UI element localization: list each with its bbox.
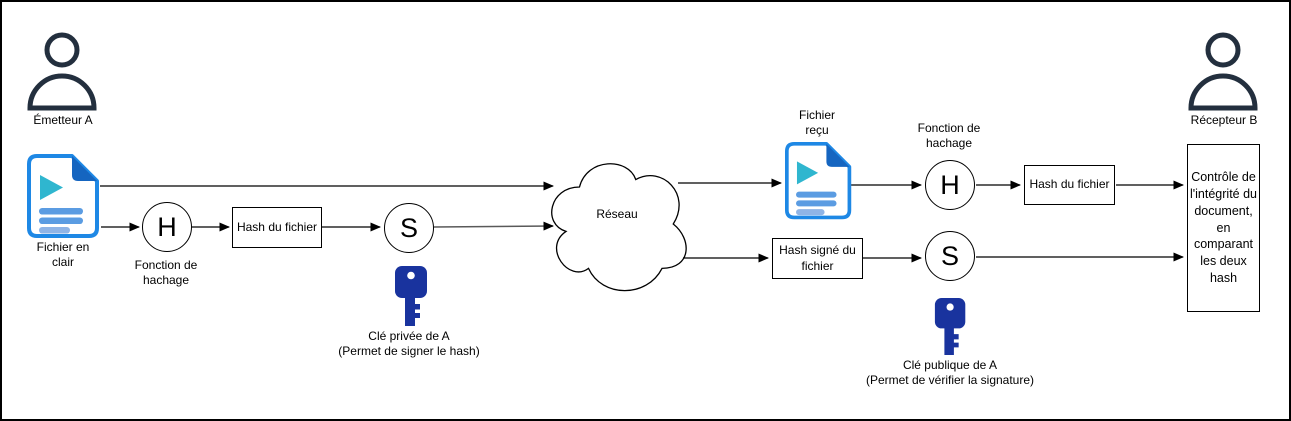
public-key-subtitle: (Permet de vérifier la signature) xyxy=(865,372,1035,387)
hash-function-node-receiver: H xyxy=(925,160,975,210)
network-cloud xyxy=(551,163,687,292)
verify-function-node-receiver: S xyxy=(925,231,975,281)
received-file-label: Fichier reçu xyxy=(798,108,835,137)
sender-person-icon xyxy=(30,35,94,108)
network-label: Réseau xyxy=(596,207,638,221)
s-letter: S xyxy=(940,240,959,271)
hash-function-node-sender: H xyxy=(142,202,192,252)
clear-file-label: Fichier en clair xyxy=(36,240,90,269)
h-letter: H xyxy=(157,211,177,242)
arrow-s-to-network xyxy=(433,221,554,231)
hash-box-receiver: Hash du fichier xyxy=(1024,165,1115,205)
public-key-title: Clé publique de A xyxy=(902,358,998,372)
received-file-icon xyxy=(785,141,852,220)
private-key-subtitle: (Permet de signer le hash) xyxy=(338,343,480,358)
flow-lines xyxy=(100,178,1184,263)
s-letter: S xyxy=(399,212,418,243)
private-key-icon xyxy=(395,266,427,326)
receiver-person-icon xyxy=(1191,35,1255,108)
public-key-icon xyxy=(934,298,966,355)
hash-function-label-sender: Fonction de hachage xyxy=(134,258,198,287)
sign-function-node-sender: S xyxy=(384,203,434,253)
integrity-control-box: Contrôle de l'intégrité du document, en … xyxy=(1187,144,1260,312)
private-key-label: Clé privée de A (Permet de signer le has… xyxy=(338,329,479,358)
hash-function-label-receiver: Fonction de hachage xyxy=(917,121,981,150)
private-key-title: Clé privée de A xyxy=(368,329,450,343)
sender-person-label: Émetteur A xyxy=(33,113,93,127)
hash-box-sender: Hash du fichier xyxy=(232,207,322,248)
public-key-label: Clé publique de A (Permet de vérifier la… xyxy=(866,358,1034,387)
h-letter: H xyxy=(940,169,960,200)
signed-hash-box: Hash signé du fichier xyxy=(772,238,863,279)
clear-file-icon xyxy=(27,154,99,238)
receiver-person-label: Récepteur B xyxy=(1190,113,1258,127)
